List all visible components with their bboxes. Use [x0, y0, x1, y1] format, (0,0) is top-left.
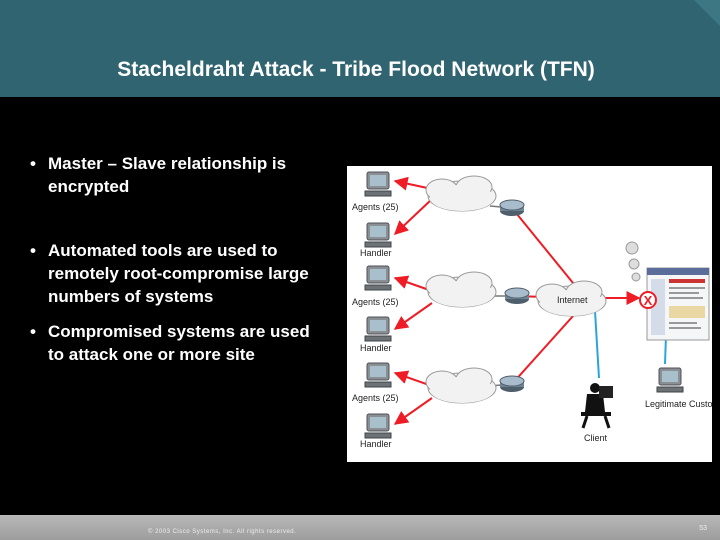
agents-label: Agents (25)	[352, 202, 399, 212]
agents-label: Agents (25)	[352, 393, 399, 403]
bullet-item: Master – Slave relationship is encrypted	[28, 152, 328, 198]
agent-computer-icon	[364, 171, 392, 197]
customer-computer-icon	[656, 367, 684, 393]
router-icon	[499, 375, 525, 393]
handler-computer-icon	[364, 413, 392, 439]
copyright-text: © 2003 Cisco Systems, Inc. All rights re…	[148, 529, 297, 535]
agents-label: Agents (25)	[352, 297, 399, 307]
attack-lines	[393, 176, 641, 425]
client-person-icon	[581, 383, 613, 429]
network-diagram: Agents (25) Handler Agents (25) Handler …	[347, 166, 712, 462]
bullet-list: Master – Slave relationship is encrypted…	[28, 152, 328, 366]
network-cloud-icon	[425, 271, 497, 308]
page-number: 53	[699, 525, 707, 532]
bullet-item: Automated tools are used to remotely roo…	[28, 239, 328, 308]
footer-bar: © 2003 Cisco Systems, Inc. All rights re…	[0, 515, 720, 540]
handler-computer-icon	[364, 222, 392, 248]
internet-cloud-icon: Internet	[535, 280, 607, 317]
agent-computer-icon	[364, 362, 392, 388]
handler-label: Handler	[360, 439, 392, 449]
client-link	[594, 310, 600, 379]
block-mark: X	[644, 293, 653, 308]
handler-label: Handler	[360, 343, 392, 353]
bullet-item: Compromised systems are used to attack o…	[28, 320, 328, 366]
network-cloud-icon	[425, 175, 497, 212]
handler-label: Handler	[360, 248, 392, 258]
title-bar: Stacheldraht Attack - Tribe Flood Networ…	[0, 0, 720, 97]
corner-accent	[694, 0, 720, 26]
handler-computer-icon	[364, 316, 392, 342]
target-website-icon	[625, 241, 710, 341]
legitimate-customer-label: Legitimate Customer	[645, 399, 712, 409]
internet-label: Internet	[557, 295, 588, 305]
network-cloud-icon	[425, 367, 497, 404]
blocked-x-icon: X	[639, 291, 657, 309]
router-icon	[504, 287, 530, 305]
agent-computer-icon	[364, 265, 392, 291]
router-icon	[499, 199, 525, 217]
client-label: Client	[584, 433, 608, 443]
slide-title: Stacheldraht Attack - Tribe Flood Networ…	[117, 58, 595, 81]
